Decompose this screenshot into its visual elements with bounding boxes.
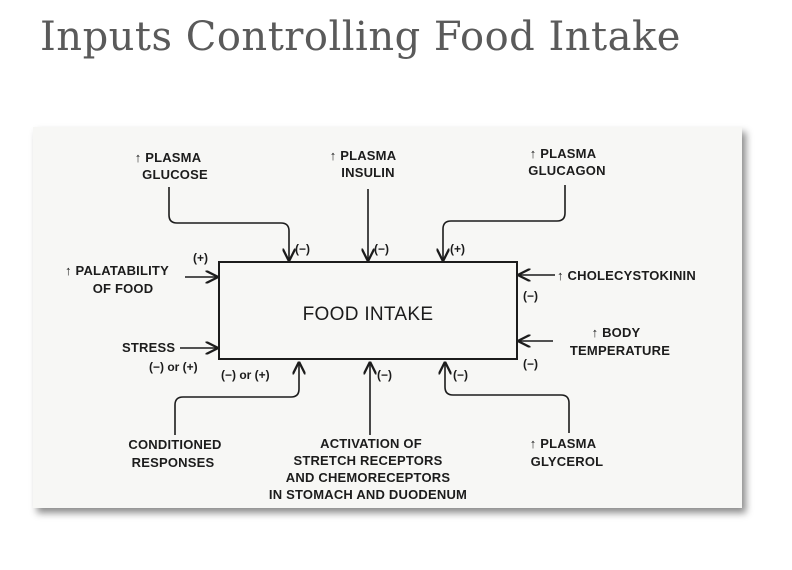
conditioned-responses-label-line-2: RESPONSES (132, 455, 215, 470)
plasma-glucose-label-line-1: ↑ PLASMA (135, 150, 202, 165)
plasma-glycerol-label-line-1: ↑ PLASMA (530, 436, 597, 451)
conditioned-responses-label-line-1: CONDITIONED (128, 437, 221, 452)
input-plasma-insulin: ↑ PLASMA INSULIN (−) (330, 148, 397, 260)
input-palatability: ↑ PALATABILITY OF FOOD (+) (65, 251, 217, 296)
input-cholecystokinin: ↑ CHOLECYSTOKININ (−) (519, 268, 696, 303)
plasma-insulin-sign: (−) (374, 242, 389, 256)
plasma-glucagon-label-line-2: GLUCAGON (528, 163, 605, 178)
cholecystokinin-sign: (−) (523, 289, 538, 303)
plasma-glycerol-arrow (445, 363, 570, 433)
plasma-insulin-label-line-1: ↑ PLASMA (330, 148, 397, 163)
input-conditioned-responses: CONDITIONED RESPONSES (−) or (+) (128, 363, 299, 470)
stretch-receptors-label-line-1: ACTIVATION OF (320, 436, 422, 451)
stretch-receptors-label-line-2: STRETCH RECEPTORS (293, 453, 442, 468)
plasma-glucagon-sign: (+) (450, 242, 465, 256)
slide-title: Inputs Controlling Food Intake (40, 14, 681, 60)
body-temperature-label-line-1: ↑ BODY (592, 325, 641, 340)
plasma-glycerol-label-line-2: GLYCEROL (531, 454, 604, 469)
food-intake-box (218, 261, 518, 360)
input-stretch-receptors: ACTIVATION OF STRETCH RECEPTORS AND CHEM… (269, 363, 467, 502)
food-intake-label: FOOD INTAKE (303, 304, 434, 325)
stress-sign: (−) or (+) (149, 360, 198, 374)
input-plasma-glucose: ↑ PLASMA GLUCOSE (−) (135, 150, 310, 260)
food-intake-diagram: FOOD INTAKE ↑ PLASMA GLUCOSE (−) ↑ PLASM… (65, 146, 696, 502)
body-temperature-label-line-2: TEMPERATURE (570, 343, 670, 358)
conditioned-responses-sign: (−) or (+) (221, 368, 270, 382)
stretch-receptors-label-line-3: AND CHEMORECEPTORS (286, 470, 451, 485)
scanned-diagram: FOOD INTAKE ↑ PLASMA GLUCOSE (−) ↑ PLASM… (33, 127, 742, 508)
plasma-glucose-label-line-2: GLUCOSE (142, 167, 208, 182)
plasma-glucose-arrow (168, 187, 289, 260)
cholecystokinin-label: ↑ CHOLECYSTOKININ (557, 268, 696, 283)
plasma-glucagon-arrow (443, 185, 566, 260)
stretch-receptors-sign: (−) (377, 368, 392, 382)
palatability-label-line-1: ↑ PALATABILITY (65, 263, 169, 278)
input-body-temperature: ↑ BODY TEMPERATURE (−) (519, 325, 670, 371)
plasma-glycerol-sign: (−) (453, 368, 468, 382)
plasma-glucose-sign: (−) (295, 242, 310, 256)
input-plasma-glycerol: ↑ PLASMA GLYCEROL (−) (445, 363, 603, 469)
body-temperature-sign: (−) (523, 357, 538, 371)
stress-label: STRESS (122, 340, 175, 355)
conditioned-responses-arrow (174, 363, 299, 435)
input-plasma-glucagon: ↑ PLASMA GLUCAGON (+) (443, 146, 606, 260)
palatability-label-line-2: OF FOOD (93, 281, 154, 296)
palatability-sign: (+) (193, 251, 208, 265)
stretch-receptors-label-line-4: IN STOMACH AND DUODENUM (269, 487, 467, 502)
input-stress: STRESS (−) or (+) (122, 340, 217, 374)
plasma-glucagon-label-line-1: ↑ PLASMA (530, 146, 597, 161)
plasma-insulin-label-line-2: INSULIN (341, 165, 394, 180)
